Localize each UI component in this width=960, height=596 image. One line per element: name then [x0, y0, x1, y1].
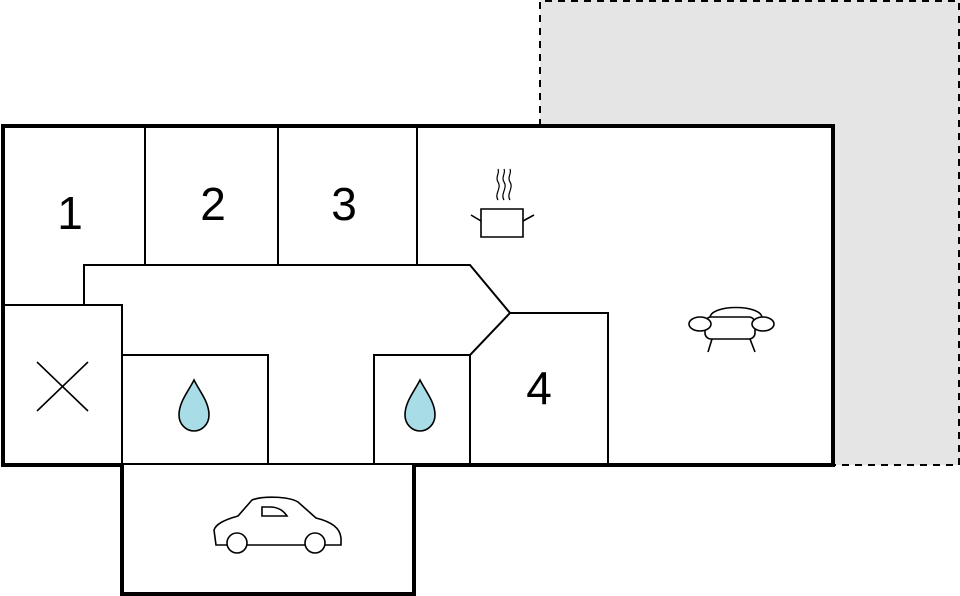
cooking-pot-icon	[470, 168, 535, 238]
sofa-icon	[688, 306, 775, 353]
car-icon	[213, 496, 342, 554]
water-drop-icon	[404, 378, 436, 432]
cross-mark-icon	[36, 361, 89, 412]
room-3-label: 3	[331, 178, 357, 230]
room-4-label: 4	[526, 362, 552, 414]
terrace-area	[540, 0, 960, 465]
room-2-label: 2	[200, 178, 226, 230]
terrace-outline	[539, 0, 960, 466]
interior-walls	[3, 126, 609, 465]
room-1-label: 1	[57, 187, 83, 239]
water-drop-icon	[178, 378, 210, 432]
